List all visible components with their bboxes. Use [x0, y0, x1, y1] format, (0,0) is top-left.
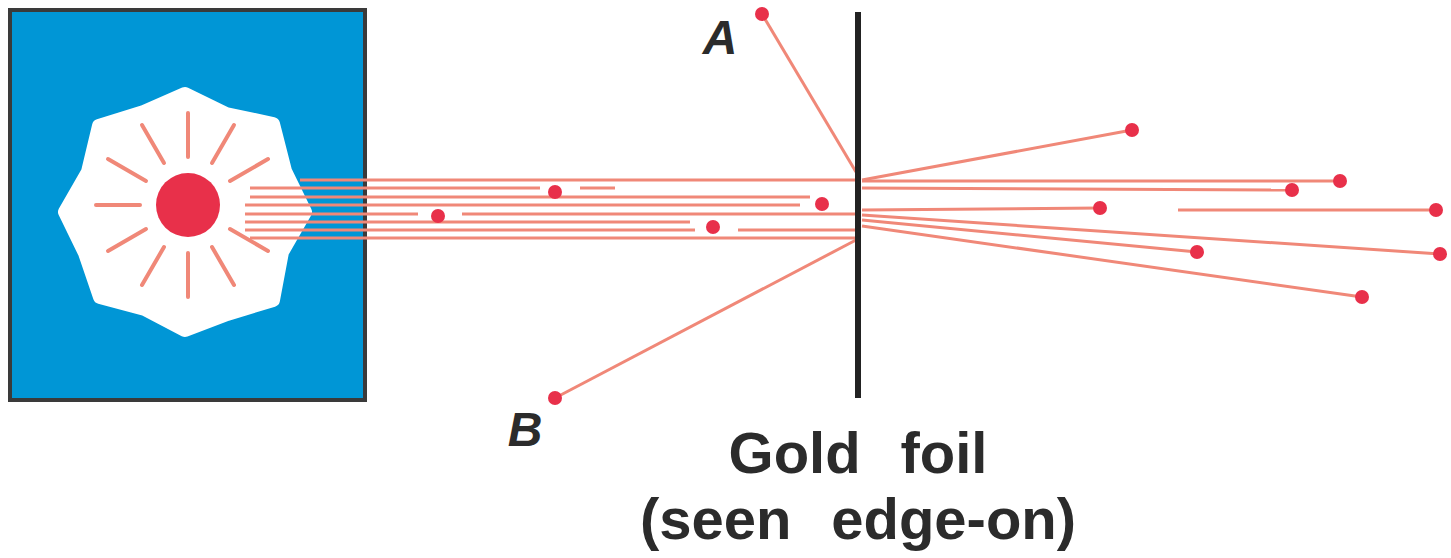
alpha-particle: [1190, 245, 1204, 259]
ray: [142, 125, 164, 163]
alpha-particle: [706, 220, 720, 234]
beam-line: [250, 196, 810, 199]
radiation-rays: [96, 113, 268, 297]
ray: [212, 125, 234, 163]
beam-line: [300, 179, 856, 182]
scattered-paths: [555, 14, 1440, 398]
beam-line: [250, 237, 856, 240]
radiation-splat: [65, 94, 305, 330]
straight-path: [1178, 209, 1436, 212]
straight-path: [862, 188, 1292, 190]
ray: [108, 159, 146, 181]
alpha-particle: [1125, 123, 1139, 137]
deflected-path: [862, 226, 1362, 297]
beam-line: [245, 229, 695, 232]
radioactive-source: [156, 173, 220, 237]
foil-caption: Gold foil (seen edge-on): [637, 420, 1080, 552]
alpha-particle: [431, 209, 445, 223]
alpha-particle: [1093, 201, 1107, 215]
alpha-particle: [1355, 290, 1369, 304]
beam-line: [245, 213, 418, 216]
beam-line: [462, 213, 856, 216]
alpha-particle: [1433, 247, 1447, 261]
ray: [108, 229, 146, 251]
ray: [142, 247, 164, 285]
ray: [186, 253, 190, 297]
beam-line: [250, 187, 540, 190]
deflected-path: [862, 215, 1440, 254]
alpha-particle: [548, 185, 562, 199]
beam-line: [245, 204, 800, 207]
deflected-path: [762, 14, 856, 172]
ray: [96, 203, 140, 207]
alpha-particle: [1285, 183, 1299, 197]
ray: [230, 229, 268, 251]
alpha-particle: [815, 197, 829, 211]
beam-line: [738, 229, 856, 232]
particle-label: A: [703, 12, 738, 65]
beam-line: [580, 187, 615, 190]
particle-label: B: [508, 404, 543, 457]
ray: [186, 113, 190, 157]
ray: [212, 247, 234, 285]
deflected-path: [862, 130, 1132, 180]
ray: [230, 159, 268, 181]
alpha-particles: [431, 7, 1447, 405]
deflected-path: [555, 240, 856, 398]
alpha-particle: [548, 391, 562, 405]
alpha-particle: [1429, 203, 1443, 217]
straight-path: [862, 180, 1340, 183]
alpha-beam: [245, 180, 856, 238]
gold-foil: [855, 12, 861, 398]
alpha-particle: [1333, 174, 1347, 188]
beam-line: [245, 221, 690, 224]
alpha-particle: [755, 7, 769, 21]
deflected-path: [862, 220, 1197, 252]
straight-path: [862, 208, 1100, 210]
